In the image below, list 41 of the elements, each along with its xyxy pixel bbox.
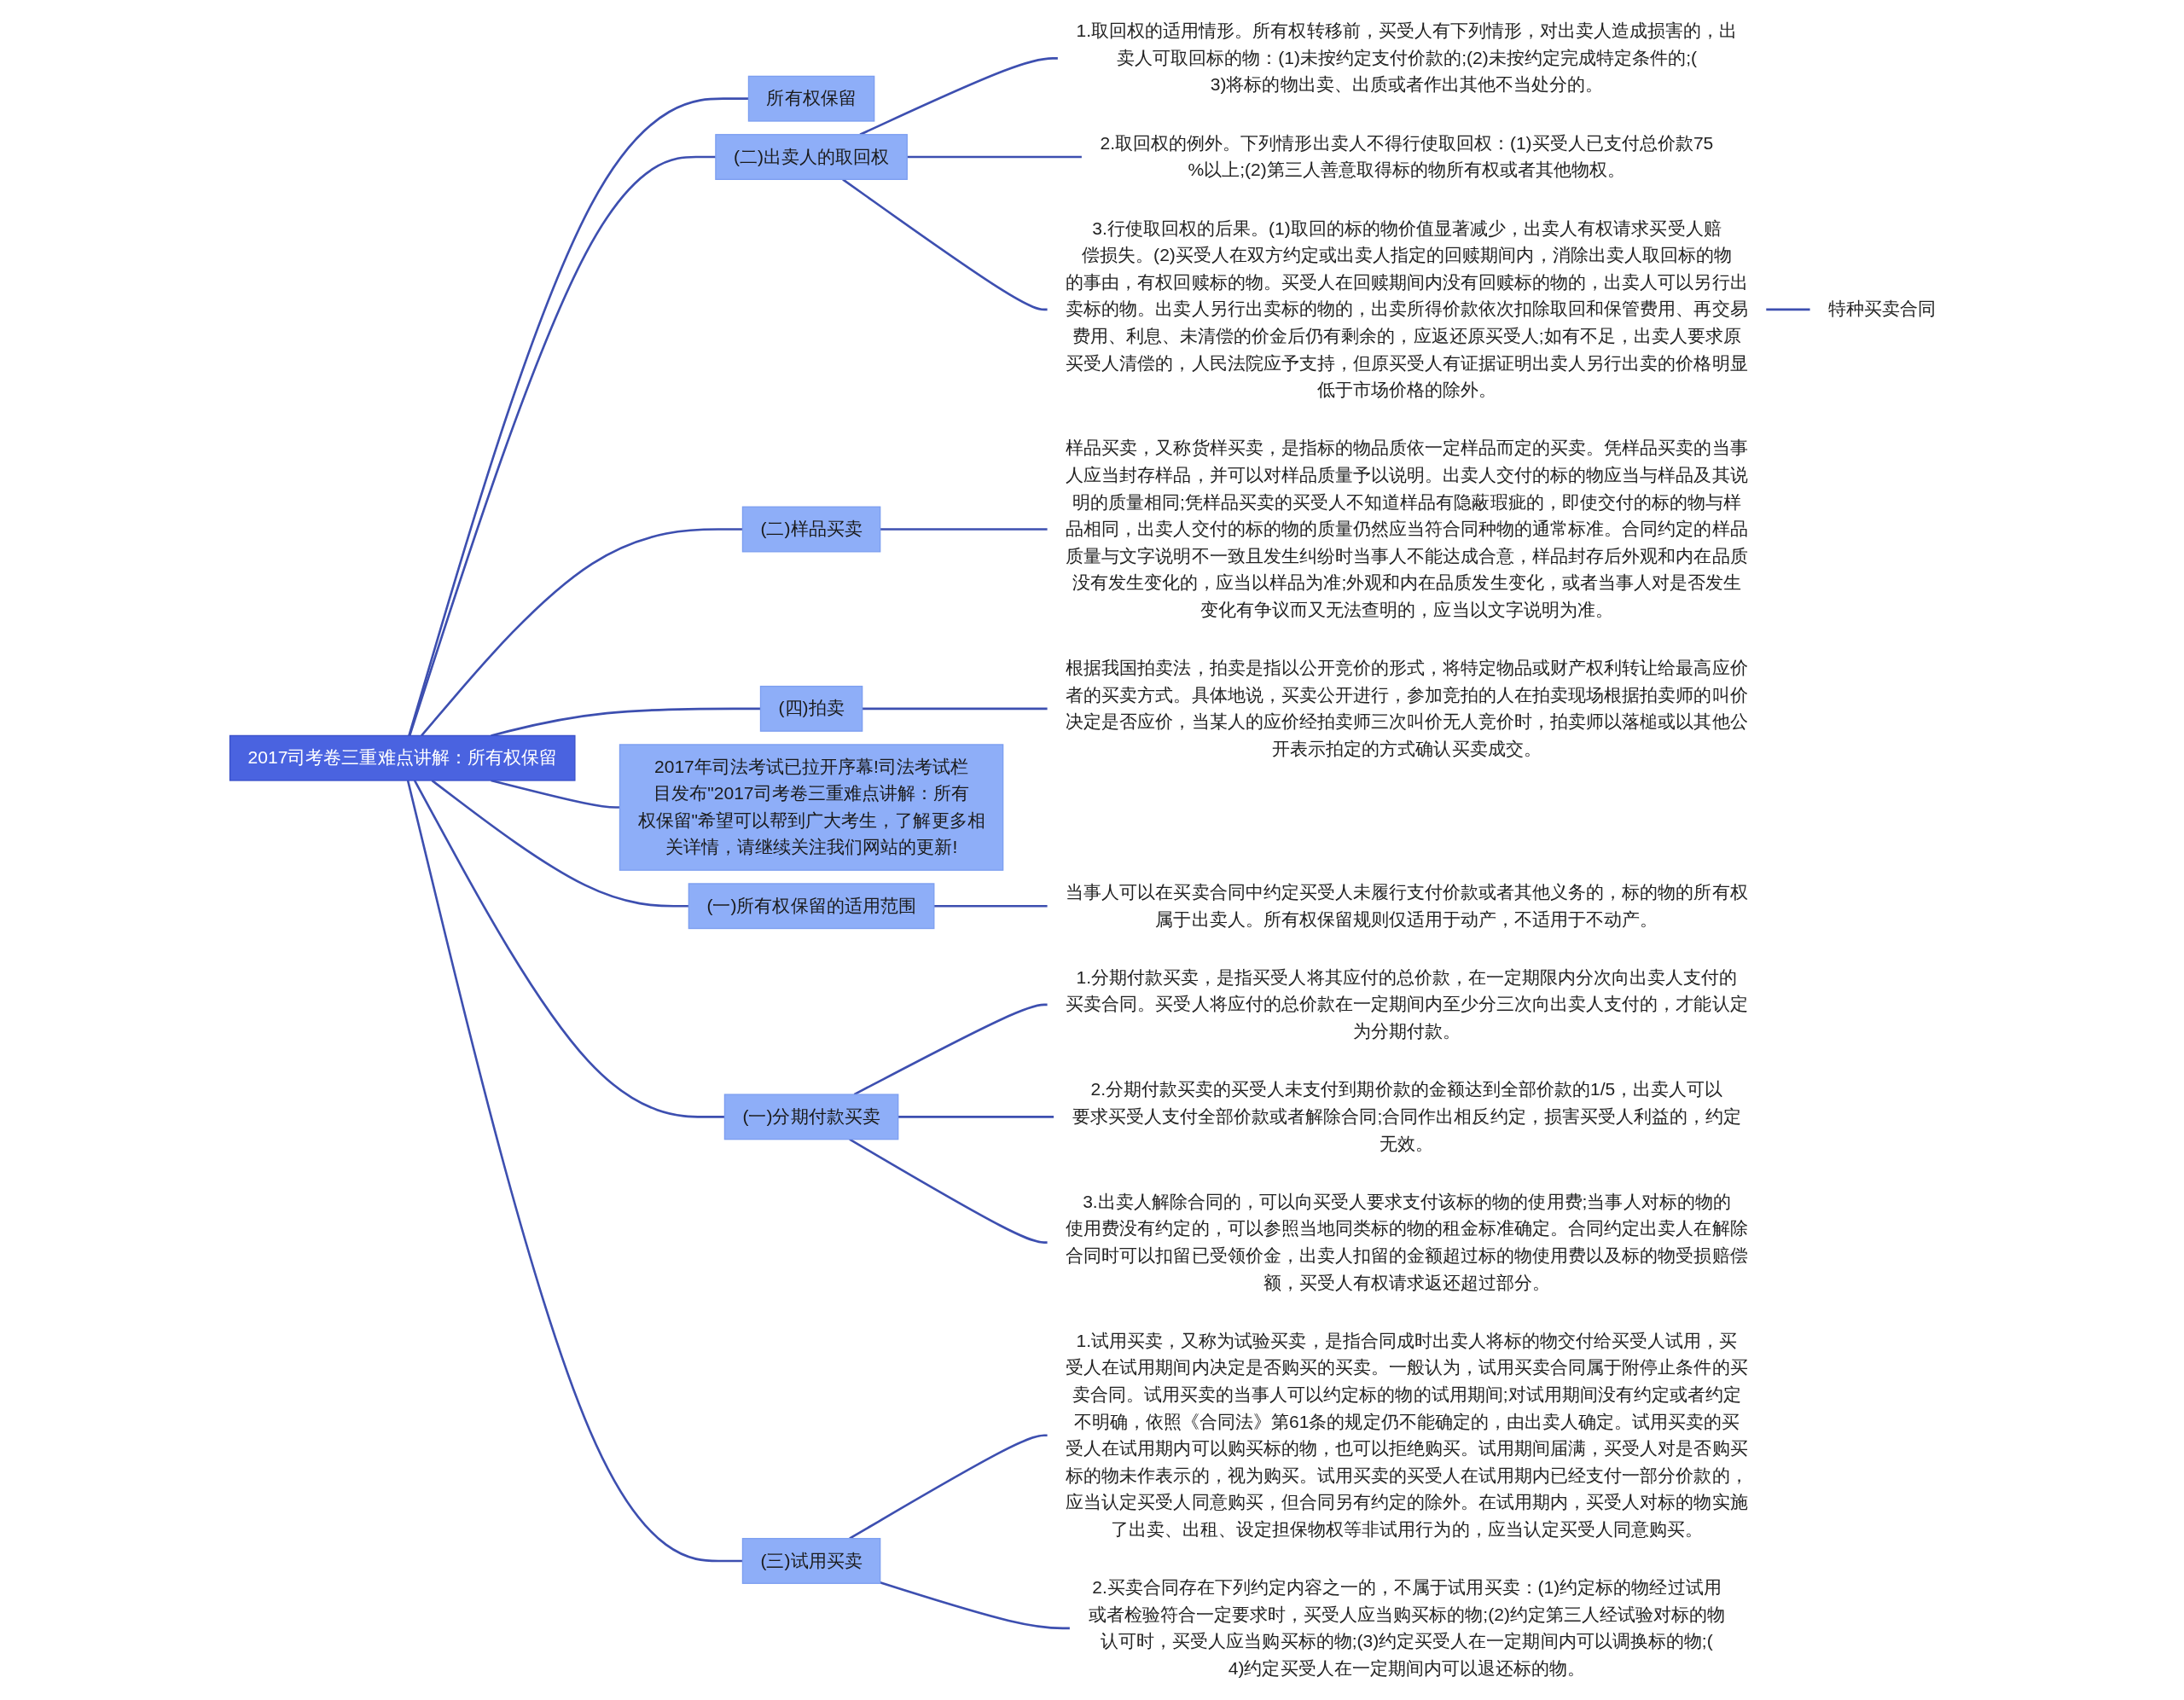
node-text: 1.试用买卖，又称为试验买卖，是指合同成时出卖人将标的物交付给买受人试用，买受人在试用期间内决定是否购买的买卖。一般认为，试用买卖合同属于附停止条件的买卖合同。试用买卖的当事人可以约定标的物的试用期间;对试用期间没有约定或者约定不明确，依照《合同法》第61条的规定仍不能确定的，由出卖人确定。试用买卖的买受人在试用期内可以购买标的物，也可以拒绝购买。试用期间届满，买受人对是否购买标的物未作表示的，视为购买。试用买卖的买受人在试用期内已经支付一部分价款的，应当认定买受人同意购买，但合同另有约定的除外。在试用期内，买受人对标的物实施了出卖、出租、设定担保物权等非试用行为的，应当认定买受人同意购买。 (1066, 1331, 1748, 1539)
node-text: 2.买卖合同存在下列约定内容之一的，不属于试用买卖：(1)约定标的物经过试用或者检验符合一定要求时，买受人应当购买标的物;(2)约定第三人经试验对标的物认可时，买受人应当购买标的物;(3)约定买受人在一定期间内可以调换标的物;(4)约定买受人在一定期间内可以退还标的物。 (1088, 1577, 1726, 1678)
connector (907, 155, 1083, 159)
connector (413, 780, 725, 1118)
connector (421, 528, 743, 737)
node-text: 2.分期付款买卖的买受人未支付到期价款的金额达到全部价款的1/5，出卖人可以要求买受人支付全部价款或者解除合同;合同作出相反约定，损害买受人利益的，约定无效。 (1072, 1080, 1741, 1153)
connector (431, 779, 689, 908)
node-text: 特种买卖合同 (1828, 299, 1937, 319)
connector (408, 97, 749, 736)
connector (859, 57, 1059, 136)
connector (842, 178, 1048, 311)
node-box (741, 506, 881, 553)
connector (849, 1434, 1048, 1540)
node-box (229, 734, 576, 781)
node-box (741, 1538, 881, 1584)
node-box (759, 685, 863, 732)
node-text: 3.行使取回权的后果。(1)取回的标的物价值显著减少，出卖人有权请求买受人赔偿损失。(2)买受人在双方约定或出卖人指定的回赎期间内，消除出卖人取回标的物的事由，有权回赎标的物。买受人在回赎期间内没有回赎标的物的，出卖人可以另行出卖标的物。出卖人另行出卖标的物的，出卖所得价款依次扣除取回和保管费用、再交易费用、利息、未清偿的价金后仍有剩余的，应返还原买受人;如有不足，出卖人要求原买受人清偿的，人民法院应予支持，但原买受人有证据证明出卖人另行出卖的价格明显低于市场价格的除外。 (1066, 218, 1748, 400)
node-text: 样品买卖，又称货样买卖，是指标的物品质依一定样品而定的买卖。凭样品买卖的当事人应当封存样品，并可以对样品质量予以说明。出卖人交付的标的物应当与样品及其说明的质量相同;凭样品买卖的买受人不知道样品有隐蔽瑕疵的，即使交付的标的物与样品相同，出卖人交付的标的物的质量仍然应当符合同种物的通常标准。合同约定的样品质量与文字说明不一致且发生纠纷时当事人不能达成合意，样品封存后外观和内在品质没有发生变化的，应当以样品为准;外观和内在品质发生变化，或者当事人对是否发生变化有争议而又无法查明的，应当以文字说明为准。 (1066, 438, 1748, 619)
node-box (619, 744, 1004, 871)
connector (491, 707, 761, 737)
connector (880, 528, 1048, 531)
connector (849, 1138, 1048, 1244)
connector (408, 155, 716, 736)
node-text: 根据我国拍卖法，拍卖是指以公开竞价的形式，将特定物品或财产权利转让给最高应价者的买卖方式。具体地说，买卖公开进行，参加竞拍的人在拍卖现场根据拍卖师的叫价决定是否应价，当某人的应价经拍卖师三次叫价无人竞价时，拍卖师以落槌或以其他公开表示拍定的方式确认买卖成交。 (1066, 658, 1748, 758)
connector (1765, 308, 1811, 311)
connector (897, 1116, 1054, 1118)
connector (406, 780, 743, 1563)
connector (862, 707, 1048, 711)
connector (491, 779, 620, 809)
node-text: 3.出卖人解除合同的，可以向买受人要求支付该标的物的使用费;当事人对标的物的使用费没有约定的，可以参照当地同类标的物的租金标准确定。合同约定出卖人在解除合同时可以扣留已受领价金，出卖人扣留的金额超过标的物使用费以及标的物受损赔偿额，买受人有权请求返还超过部分。 (1066, 1192, 1748, 1292)
connector (933, 904, 1048, 908)
connector (853, 1003, 1048, 1096)
node-text: 当事人可以在买卖合同中约定买受人未履行支付价款或者其他义务的，标的物的所有权属于出卖人。所有权保留规则仅适用于动产，不适用于不动产。 (1066, 882, 1748, 929)
node-box (747, 75, 875, 122)
node-text: 2.取回权的例外。下列情形出卖人不得行使取回权：(1)买受人已支付总价款75%以上;(2)第三人善意取得标的物所有权或者其他物权。 (1100, 133, 1714, 180)
node-box (688, 883, 935, 930)
node-box (723, 1094, 899, 1140)
node-text: 1.取回权的适用情形。所有权转移前，买受人有下列情形，对出卖人造成损害的，出卖人可取回标的物：(1)未按约定支付价款的;(2)未按约定完成特定条件的;(3)将标的物出卖、出质或者作出其他不当处分的。 (1076, 20, 1738, 95)
connector (880, 1581, 1071, 1630)
node-box (715, 134, 908, 180)
node-text: 1.分期付款买卖，是指买受人将其应付的总价款，在一定期限内分次向出卖人支付的买卖合同。买受人将应付的总价款在一定期间内至少分三次向出卖人支付的，才能认定为分期付款。 (1066, 967, 1748, 1041)
